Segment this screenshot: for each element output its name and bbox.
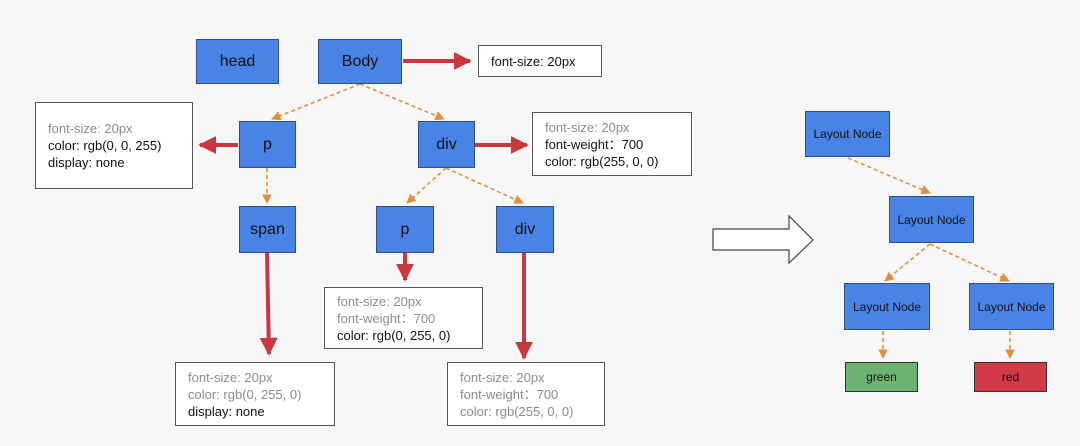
style-line: display: none bbox=[188, 403, 265, 419]
layout-node-right: Layout Node bbox=[969, 283, 1054, 330]
node-body: Body bbox=[318, 39, 402, 84]
node-p: p bbox=[239, 121, 296, 168]
style-line: color: rgb(0, 255, 0) bbox=[337, 327, 451, 343]
transform-arrow-icon bbox=[712, 214, 814, 265]
edge-layout-child-left bbox=[884, 243, 931, 282]
node-div-child: div bbox=[496, 206, 554, 253]
edge-div-div bbox=[445, 167, 524, 204]
style-line: color: rgb(0, 0, 255) bbox=[48, 138, 162, 153]
edge-div-p bbox=[406, 167, 447, 204]
style-box-p: font-size: 20px color: rgb(0, 0, 255) disp… bbox=[35, 102, 193, 189]
style-line: font-weight：700 bbox=[545, 136, 644, 152]
style-line: font-size: 20px bbox=[491, 53, 576, 69]
node-span: span bbox=[239, 206, 296, 253]
edge-layout-child-right bbox=[929, 243, 1010, 282]
style-box-body: font-size: 20px bbox=[478, 45, 602, 77]
layout-leaf-red: red bbox=[974, 362, 1047, 392]
layout-node-root: Layout Node bbox=[805, 111, 890, 157]
node-head: head bbox=[196, 39, 279, 84]
node-p-child: p bbox=[376, 206, 434, 253]
layout-leaf-green: green bbox=[845, 362, 918, 392]
style-line: color: rgb(0, 255, 0) bbox=[188, 386, 302, 402]
style-line: font-size: 20px bbox=[48, 121, 133, 136]
node-div: div bbox=[418, 121, 475, 168]
edge-layout-root-child bbox=[847, 157, 931, 195]
style-line: font-size: 20px bbox=[188, 369, 273, 385]
style-line: font-size: 20px bbox=[460, 369, 545, 385]
style-line: font-size: 20px bbox=[337, 293, 422, 309]
edge-body-div bbox=[359, 83, 445, 121]
style-line: font-weight：700 bbox=[460, 386, 559, 402]
layout-node-child: Layout Node bbox=[889, 196, 974, 243]
style-line: color: rgb(255, 0, 0) bbox=[460, 403, 574, 419]
edge-body-p bbox=[271, 83, 361, 121]
style-line: color: rgb(255, 0, 0) bbox=[545, 153, 659, 169]
style-arrow-span bbox=[259, 252, 278, 356]
style-line: font-size: 20px bbox=[545, 119, 630, 135]
style-line: display: none bbox=[48, 155, 125, 170]
style-line: font-weight：700 bbox=[337, 310, 436, 326]
layout-node-left: Layout Node bbox=[844, 283, 930, 330]
